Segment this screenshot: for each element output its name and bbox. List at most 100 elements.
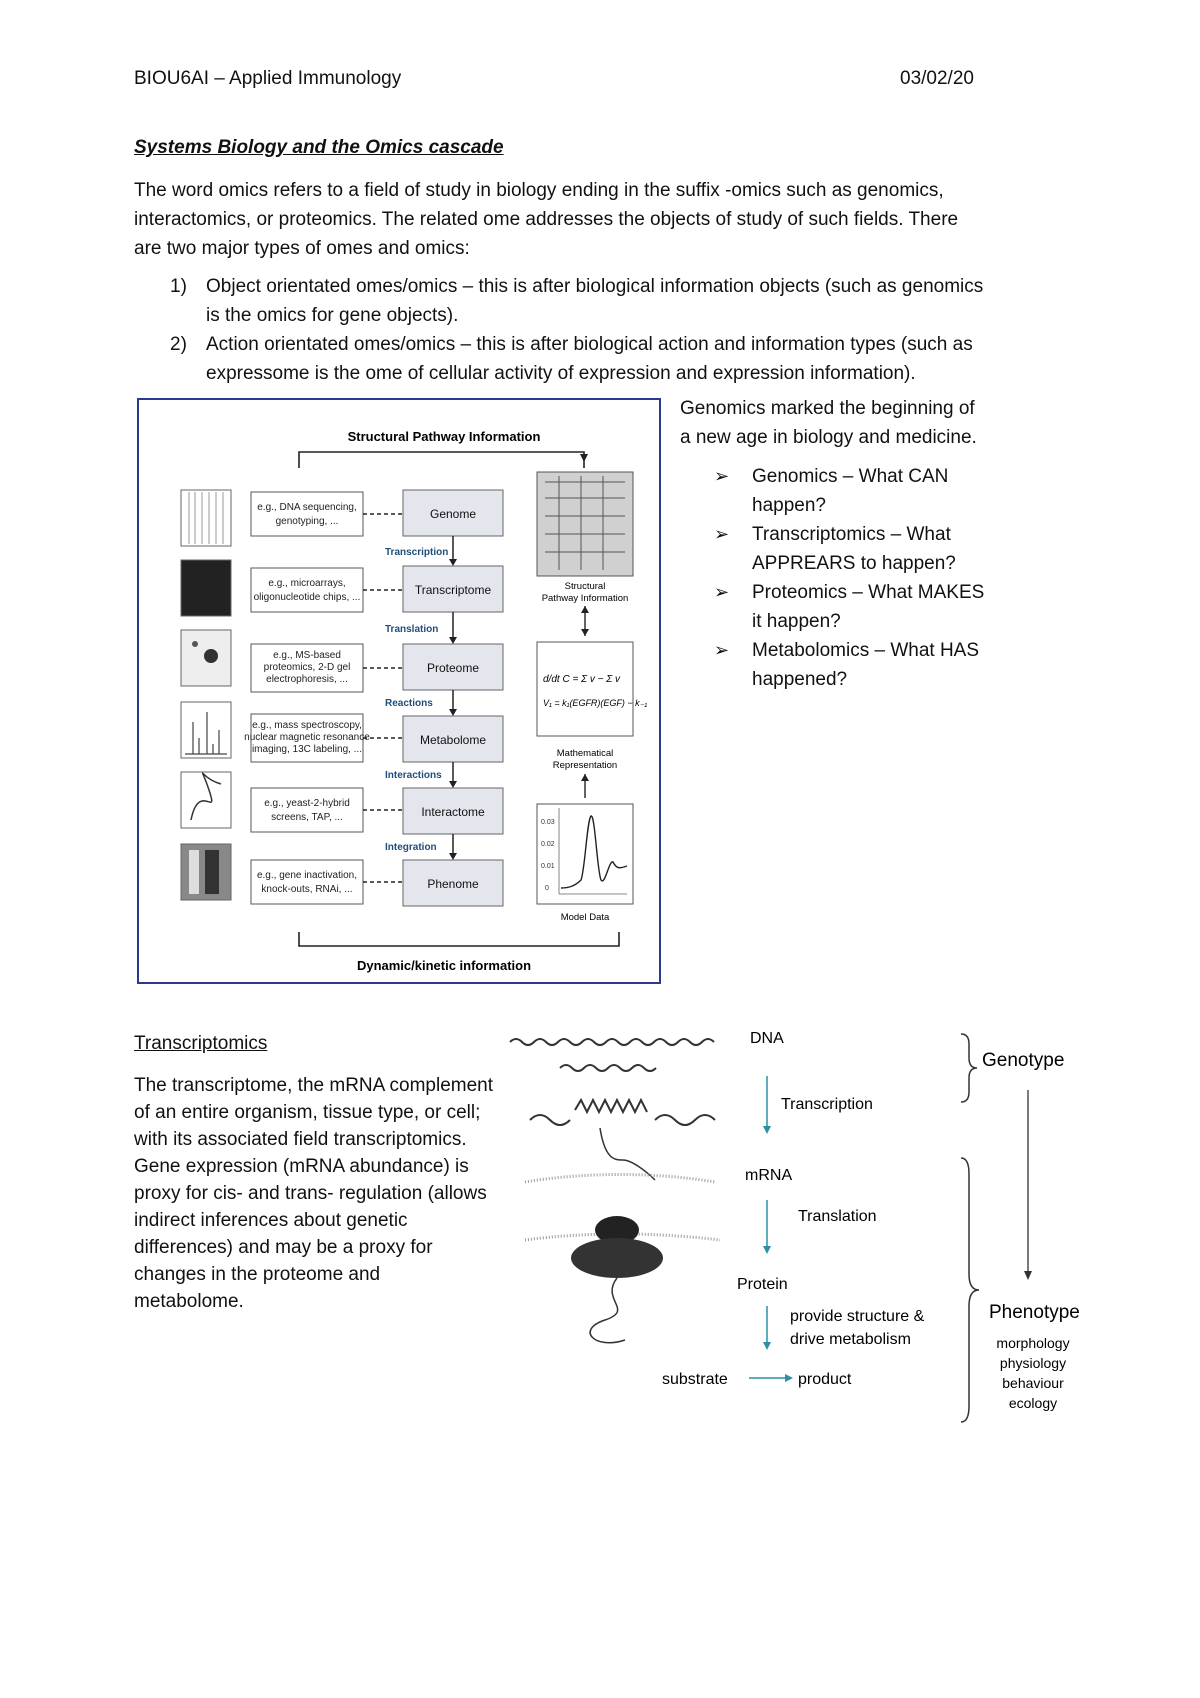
method-text: imaging, 13C labeling, ...	[252, 744, 362, 755]
method-box	[250, 491, 364, 537]
list-item-text: expressome is the ome of cellular activi…	[206, 363, 916, 384]
math-label: Mathematical	[557, 748, 614, 759]
method-text: electrophoresis, ...	[266, 674, 348, 685]
omics-cascade-diagram: Structural Pathway Information Dynamic/k…	[180, 429, 647, 973]
list-item: 1) Object orientated omes/omics – this i…	[134, 272, 1034, 330]
list-item-text: Action orientated omes/omics – this is a…	[206, 334, 973, 355]
ome-label: Metabolome	[420, 733, 486, 747]
method-boxes: e.g., DNA sequencing, genotyping, ... e.…	[244, 491, 370, 905]
label-phenotype: Phenotype	[989, 1302, 1080, 1323]
math-equation: V₁ = k₁(EGFR)(EGF) − k₋₁	[543, 698, 647, 708]
method-text: e.g., mass spectroscopy,	[252, 720, 362, 731]
paragraph-line: Gene expression (mRNA abundance) is	[134, 1156, 469, 1177]
ome-box-interactome	[402, 787, 504, 835]
method-text: proteomics, 2-D gel	[264, 662, 351, 673]
intro-paragraph: The word omics refers to a field of stud…	[134, 176, 1034, 263]
omics-cascade-figure: Structural Pathway Information Dynamic/k…	[137, 398, 661, 984]
tick-label: 0.01	[541, 863, 555, 870]
ome-label: Interactome	[421, 805, 485, 819]
omics-types-list: 1) Object orientated omes/omics – this i…	[134, 272, 1034, 388]
paragraph-line: indirect inferences about genetic	[134, 1210, 408, 1231]
section-title-transcriptomics: Transcriptomics	[134, 1033, 268, 1054]
bullet-text: happened?	[752, 669, 848, 690]
central-dogma-diagram: DNA Transcription mRNA Translation Prote…	[509, 1030, 1080, 1423]
protein-chain	[589, 1277, 626, 1344]
bullet-text: Metabolomics – What HAS	[752, 640, 980, 661]
interaction-sketch	[190, 772, 222, 821]
model-axes	[558, 808, 627, 895]
spectrum-thumbnail	[180, 701, 232, 759]
genotype-brace	[960, 1033, 978, 1103]
method-text: e.g., MS-based	[273, 650, 341, 661]
trait-label: behaviour	[1002, 1375, 1064, 1391]
top-label: Structural Pathway Information	[348, 429, 541, 444]
mrna-strand	[524, 1173, 716, 1184]
dna-unwound	[574, 1097, 648, 1115]
label-dna: DNA	[750, 1030, 784, 1047]
ribosome-small-icon	[595, 1216, 639, 1244]
genomics-intro-line: a new age in biology and medicine.	[680, 427, 977, 448]
pathway-map-thumbnail	[536, 471, 634, 577]
label-transcription: Transcription	[781, 1096, 873, 1113]
transcriptomics-paragraph: The transcriptome, the mRNA complement o…	[134, 1072, 514, 1315]
ome-boxes: Genome Transcriptome Proteome Metabolome…	[402, 489, 504, 907]
math-box	[536, 641, 634, 737]
arrow-head	[580, 454, 588, 462]
process-label: Interactions	[385, 770, 442, 781]
bullet-text: happen?	[752, 495, 826, 516]
header-date: 03/02/20	[900, 68, 974, 89]
list-item-text: is the omics for gene objects).	[206, 305, 459, 326]
genomics-intro: Genomics marked the beginning of a new a…	[680, 394, 990, 452]
top-bracket	[298, 451, 585, 468]
tick-label: 0.03	[541, 819, 555, 826]
label-drive-metabolism: drive metabolism	[790, 1331, 911, 1348]
process-label: Transcription	[385, 547, 448, 558]
process-label: Integration	[385, 842, 437, 853]
mrna-strand	[524, 1232, 721, 1242]
method-box	[250, 713, 364, 763]
gel-spot	[204, 649, 218, 663]
arrow-head	[763, 1246, 771, 1254]
process-labels: Transcription Translation Reactions Inte…	[385, 547, 448, 853]
bullet-text: APPREARS to happen?	[752, 553, 956, 574]
label-provide-structure: provide structure &	[790, 1308, 925, 1325]
intro-line: interactomics, or proteomics. The relate…	[134, 209, 959, 230]
arrow-head	[1024, 1271, 1032, 1280]
list-item: 2) Action orientated omes/omics – this i…	[134, 330, 1034, 388]
arrow-bullet-icon: ➢	[714, 582, 730, 602]
method-text: genotyping, ...	[276, 516, 339, 527]
method-text: e.g., gene inactivation,	[257, 870, 357, 881]
dna-strand	[529, 1114, 571, 1126]
arrow-head	[449, 709, 457, 716]
mrna-emerging	[599, 1127, 656, 1181]
ome-box-metabolome	[402, 715, 504, 763]
method-box	[250, 787, 364, 833]
ome-box-genome	[402, 489, 504, 537]
phenotype-brace	[960, 1157, 980, 1423]
method-text: e.g., yeast-2-hybrid	[264, 798, 350, 809]
bullet-text: it happen?	[752, 611, 841, 632]
arrow-head	[581, 606, 589, 636]
arrow-head	[449, 781, 457, 788]
label-product: product	[798, 1371, 852, 1388]
ome-label: Genome	[430, 507, 476, 521]
label-translation: Translation	[798, 1208, 877, 1225]
list-number: 1)	[170, 276, 187, 297]
label-protein: Protein	[737, 1276, 788, 1293]
bottom-bracket	[298, 932, 620, 947]
spectrum-peaks	[185, 712, 227, 755]
ome-label: Phenome	[427, 877, 479, 891]
list-item-text: Object orientated omes/omics – this is a…	[206, 276, 984, 297]
arrow-bullet-icon: ➢	[714, 640, 730, 660]
process-label: Translation	[385, 624, 438, 635]
math-label: Representation	[553, 760, 617, 771]
thumbnail-column	[180, 489, 232, 901]
process-label: Reactions	[385, 698, 433, 709]
model-curve	[560, 815, 628, 889]
bullet-text: Proteomics – What MAKES	[752, 582, 985, 603]
method-text: e.g., DNA sequencing,	[257, 502, 357, 513]
ome-label: Proteome	[427, 661, 479, 675]
